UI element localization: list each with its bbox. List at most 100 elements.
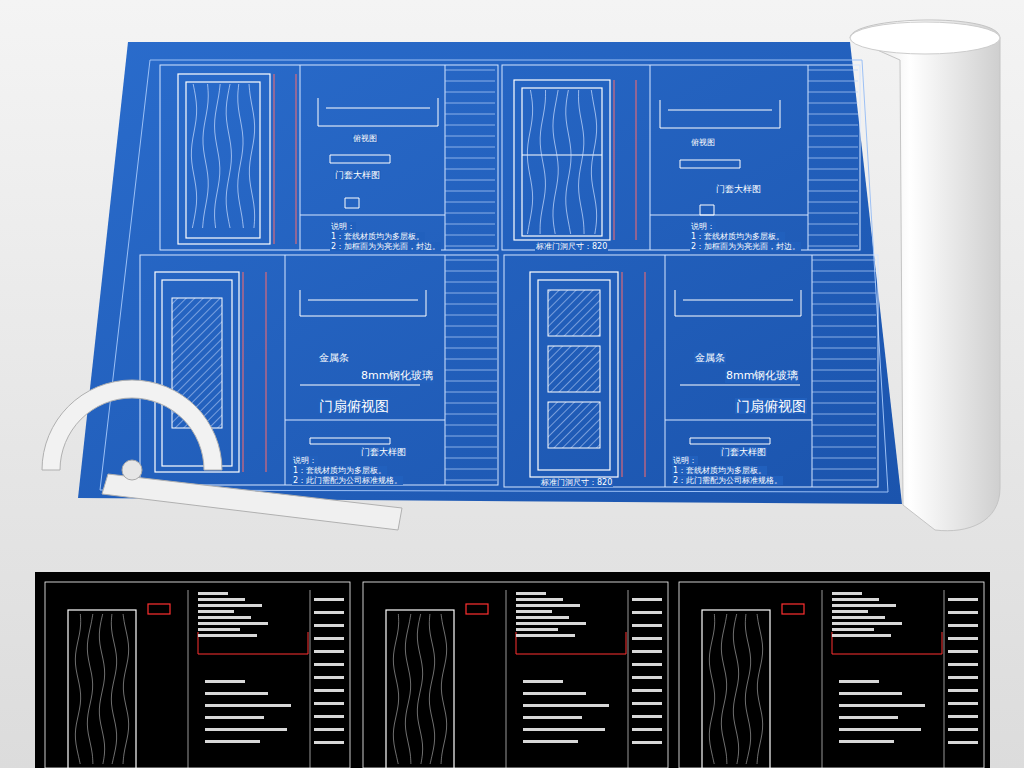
title-row <box>445 81 495 82</box>
cad-text-bar <box>632 624 662 627</box>
wood-grain <box>191 84 596 234</box>
cad-text-bar <box>632 598 662 601</box>
cad-text-bar <box>632 637 662 640</box>
title-row <box>808 92 858 93</box>
cad-text-bar <box>314 663 344 666</box>
drawing-label: 1：套线材质均为多层板。 <box>330 232 425 241</box>
title-row <box>445 213 495 214</box>
cad-text-bar <box>314 741 344 744</box>
cad-text-bar <box>948 741 978 744</box>
grain-line <box>249 84 255 228</box>
cad-grain <box>441 614 447 764</box>
grain-line <box>215 84 221 228</box>
cad-grain <box>99 614 104 764</box>
cad-red-mark <box>466 604 488 614</box>
title-row <box>812 381 876 382</box>
title-row <box>812 370 876 371</box>
cad-text-bar <box>948 689 978 692</box>
title-row <box>445 447 497 448</box>
cad-red-mark <box>148 604 170 614</box>
cad-text-bar <box>516 622 586 625</box>
title-row <box>445 70 495 71</box>
drawing-label: 2：加框面为为亮光面，封边。 <box>690 242 801 251</box>
door-edge-lines <box>243 74 645 477</box>
cad-grain <box>745 614 750 764</box>
title-row <box>808 81 858 82</box>
cad-plan <box>198 632 308 654</box>
title-row <box>812 359 876 360</box>
title-row <box>812 260 876 261</box>
cad-text-bar <box>205 692 268 695</box>
cad-text-bar <box>198 634 257 637</box>
cad-door <box>702 610 770 768</box>
title-row <box>808 191 858 192</box>
title-row <box>812 414 876 415</box>
cad-text-bar <box>205 740 260 743</box>
cad-text-bar <box>198 622 268 625</box>
title-row <box>808 70 858 71</box>
cad-text-bar <box>198 616 251 619</box>
cad-text-bar <box>516 598 563 601</box>
cad-grain <box>111 614 116 764</box>
cad-divider <box>822 590 823 768</box>
cad-text-bar <box>839 692 902 695</box>
cad-text-bar <box>523 740 578 743</box>
title-row <box>812 304 876 305</box>
title-row <box>445 337 497 338</box>
title-row <box>445 469 497 470</box>
title-row <box>812 480 876 481</box>
title-row <box>812 348 876 349</box>
cad-grain <box>75 614 80 764</box>
cad-text-bar <box>516 604 580 607</box>
cad-preview <box>35 572 990 768</box>
title-row <box>808 213 858 214</box>
grain-line <box>579 90 585 234</box>
plan-details <box>300 98 801 444</box>
drawing-label: 8mm钢化玻璃 <box>725 370 799 383</box>
cad-text-bar <box>948 676 978 679</box>
title-row <box>445 458 497 459</box>
drawing-label: 说明： <box>690 222 716 231</box>
grain-line <box>226 84 231 228</box>
grain-line <box>540 90 545 234</box>
title-row <box>812 469 876 470</box>
title-row <box>808 235 858 236</box>
grain-line <box>203 84 209 228</box>
title-row <box>812 271 876 272</box>
cad-text-bar <box>314 702 344 705</box>
title-block-rows <box>445 70 876 480</box>
title-row <box>808 169 858 170</box>
title-row <box>808 246 858 247</box>
cad-sheet <box>363 582 668 768</box>
cad-grain <box>417 614 422 764</box>
cad-text-bar <box>632 650 662 653</box>
title-row <box>808 136 858 137</box>
cad-text-bar <box>516 592 546 595</box>
cad-text-bar <box>205 716 264 719</box>
grain-line <box>191 84 196 228</box>
cad-text-bar <box>314 637 344 640</box>
cad-grain <box>757 614 763 764</box>
cad-text-bar <box>832 610 868 613</box>
cad-text-bar <box>948 611 978 614</box>
drawing-label: 说明： <box>672 456 698 465</box>
title-row <box>445 136 495 137</box>
cad-text-bar <box>832 634 891 637</box>
cad-sheet <box>45 582 350 768</box>
drawing-label: 8mm钢化玻璃 <box>360 370 434 383</box>
title-row <box>445 425 497 426</box>
title-row <box>445 414 497 415</box>
title-row <box>445 260 497 261</box>
title-row <box>445 436 497 437</box>
cad-text-bar <box>314 728 344 731</box>
title-row <box>445 114 495 115</box>
cad-sheet <box>679 582 984 768</box>
title-row <box>808 224 858 225</box>
title-row <box>445 180 495 181</box>
cad-text-bar <box>632 702 662 705</box>
title-row <box>445 147 495 148</box>
grain-line <box>527 90 532 234</box>
cad-text-bar <box>198 598 245 601</box>
cad-grain <box>709 614 714 764</box>
